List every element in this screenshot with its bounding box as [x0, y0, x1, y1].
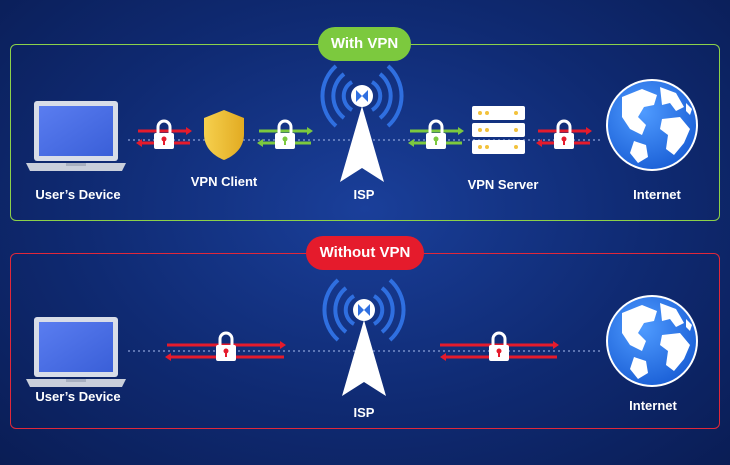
laptop-icon	[26, 101, 126, 171]
shield-icon	[204, 110, 244, 160]
lock-icon	[487, 331, 511, 363]
label-users-device: User’s Device	[35, 187, 121, 202]
lock-icon	[214, 331, 238, 363]
label-vpn-server: VPN Server	[467, 177, 539, 192]
label-isp: ISP	[353, 405, 375, 420]
with-vpn-title: With VPN	[318, 27, 411, 61]
label-internet: Internet	[629, 398, 677, 413]
lock-icon	[152, 119, 176, 151]
without-vpn-title: Without VPN	[306, 236, 424, 270]
lock-icon	[424, 119, 448, 151]
label-users-device: User’s Device	[35, 389, 121, 404]
lock-icon	[273, 119, 297, 151]
label-internet: Internet	[633, 187, 681, 202]
label-isp: ISP	[353, 187, 375, 202]
globe-icon	[606, 79, 698, 171]
globe-icon	[606, 295, 698, 387]
label-vpn-client: VPN Client	[190, 174, 258, 189]
isp-tower-icon	[320, 64, 404, 184]
lock-icon	[552, 119, 576, 151]
isp-tower-icon	[322, 278, 406, 398]
laptop-icon	[26, 317, 126, 387]
server-icon	[472, 106, 525, 154]
